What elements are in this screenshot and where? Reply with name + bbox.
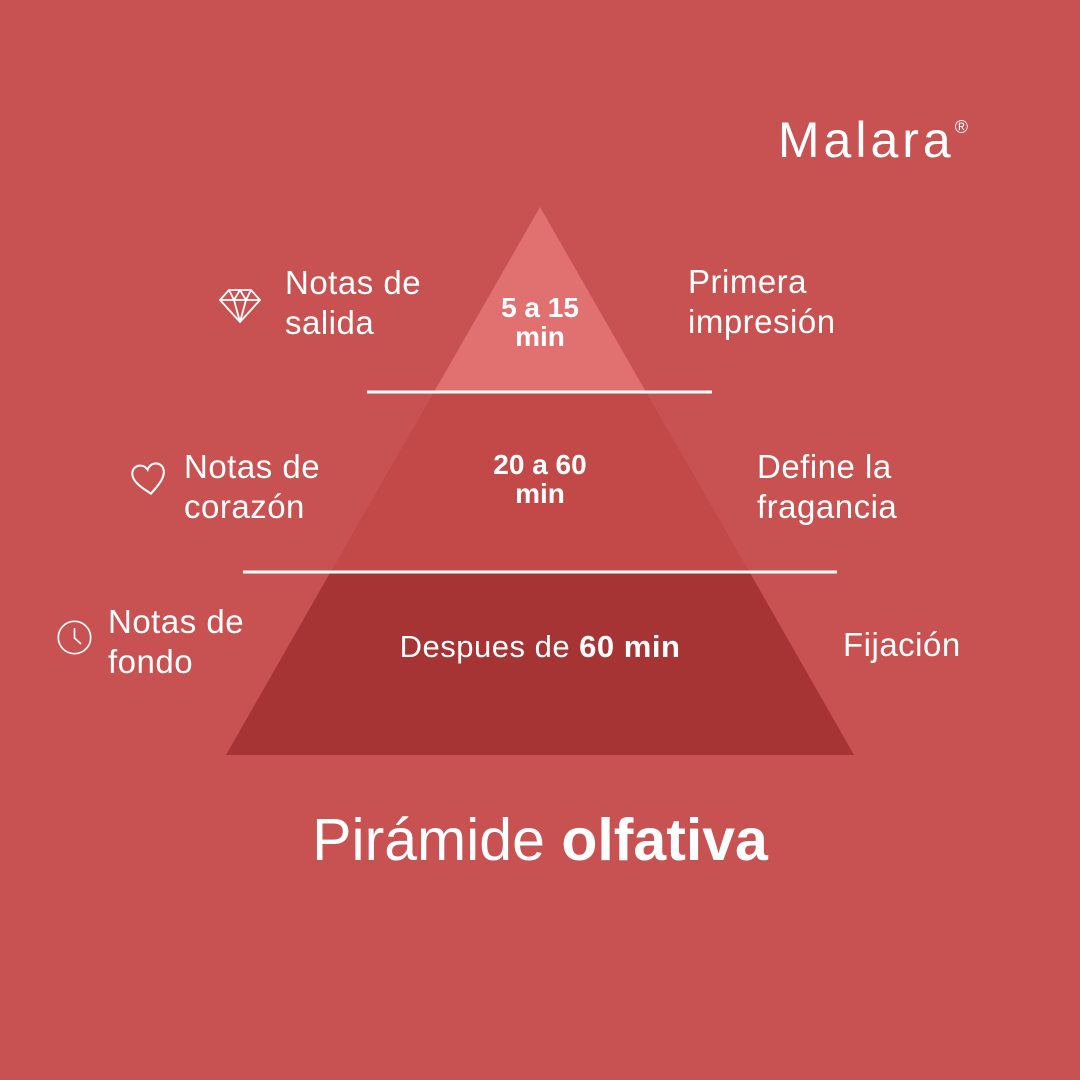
registered-mark: ® <box>954 117 968 137</box>
label-fijacion: Fijación <box>843 626 961 663</box>
clock-icon <box>57 620 92 655</box>
heart-icon <box>131 462 165 495</box>
brand-logo: Malara® <box>777 112 968 168</box>
pyramid-tier-bottom <box>226 573 854 755</box>
diamond-icon <box>219 289 261 323</box>
tier3-time: Despues de 60 min <box>399 629 681 664</box>
pyramid-tier-middle <box>330 392 750 573</box>
page-title: Pirámide olfativa <box>312 807 768 873</box>
pyramid-tier-top <box>434 207 646 392</box>
